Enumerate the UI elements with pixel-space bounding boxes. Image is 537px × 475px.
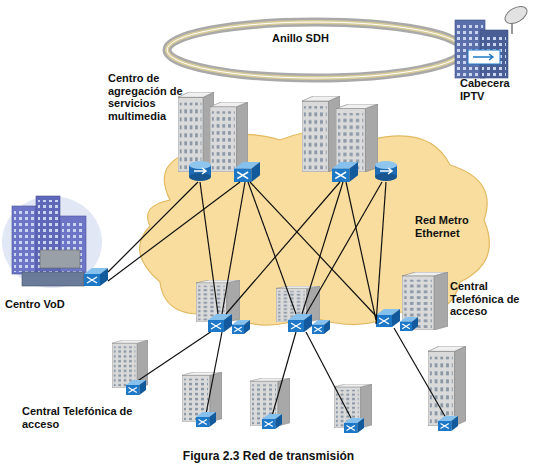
site-region: Cabecera IPTV [440, 2, 534, 108]
site-label: Centro de agregación de servicios multim… [108, 72, 186, 123]
site-label: Cabecera IPTV [460, 77, 522, 102]
vod-centre [2, 196, 108, 288]
iptv-building [455, 3, 530, 78]
access-switches [126, 309, 458, 433]
site-region: Central Telefónica de acceso [376, 270, 532, 442]
site-region: Red Metro Ethernet [140, 140, 490, 325]
access-wires [136, 328, 446, 420]
site-label: Central Telefónica de acceso [22, 405, 140, 430]
site-region: Centro VoD [3, 190, 108, 318]
ethernet-link [306, 182, 382, 314]
core-devices [189, 161, 397, 182]
site-label: Central Telefónica de acceso [450, 280, 522, 318]
ethernet-link [200, 182, 218, 314]
site-region: Central Telefónica de acceso [15, 314, 350, 442]
ethernet-link [346, 182, 376, 320]
ethernet-link [108, 182, 198, 272]
ethernet-link [250, 182, 376, 316]
figure-caption: Figura 2.3 Red de transmisión [0, 449, 537, 463]
aggregation-buildings [178, 92, 378, 172]
ethernet-link [222, 182, 245, 314]
site-label: Red Metro Ethernet [415, 214, 483, 239]
site-region: Centro de agregación de servicios multim… [105, 65, 420, 182]
site-label: Centro VoD [5, 298, 103, 311]
ring-label: Anillo SDH [270, 32, 331, 45]
ethernet-link [376, 182, 386, 324]
ethernet-link [302, 182, 343, 314]
ethernet-link [248, 182, 296, 314]
sdh-ring [167, 22, 463, 78]
ethernet-link [108, 182, 240, 281]
